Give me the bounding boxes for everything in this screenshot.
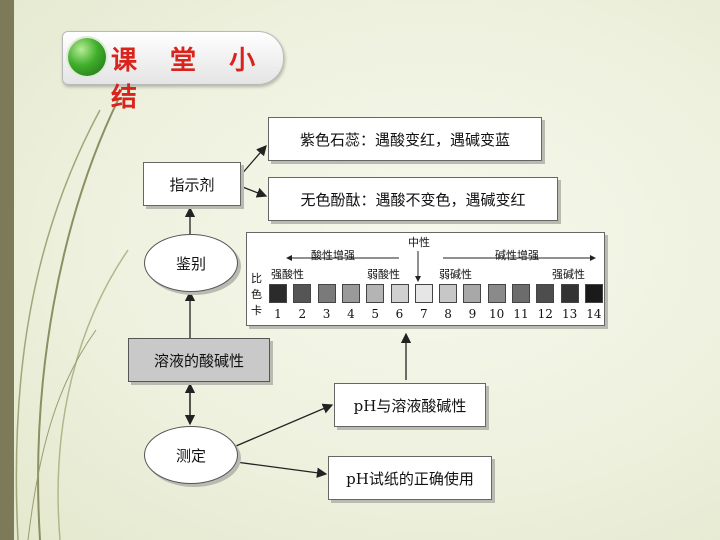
ph-swatch [560, 284, 579, 303]
ph-number: 9 [468, 307, 477, 321]
ph-number: 10 [489, 307, 505, 321]
arrow-indicator-to-litmus [239, 145, 267, 177]
ph-number: 6 [395, 307, 404, 321]
weak-acid-label: 弱酸性 [367, 268, 400, 281]
ph-swatch [512, 284, 530, 303]
ph-swatch [366, 284, 385, 303]
arrow-measure-to-ph-relation [235, 403, 334, 447]
ph-number: 4 [347, 307, 355, 321]
page-title: 课 堂 小 结 [111, 46, 268, 113]
strong-acid-label: 强酸性 [271, 268, 304, 281]
ph-swatch [414, 284, 433, 303]
strong-base-label: 强碱性 [552, 268, 585, 281]
ph-swatch [536, 284, 555, 303]
ph-number: 2 [298, 307, 307, 321]
side-label-1: 比 [251, 272, 262, 285]
measure-node: 测定 [144, 426, 238, 484]
identify-node: 鉴别 [144, 234, 238, 292]
acid-increase-label: 酸性增强 [311, 249, 355, 262]
ph-swatch [293, 284, 312, 303]
arrow-measure-to-ph-paper [235, 461, 328, 478]
ph-number: 12 [537, 307, 553, 321]
ph-number: 13 [561, 307, 578, 321]
arrow-indicator-to-phenol [239, 185, 268, 198]
title-badge: 课 堂 小 结 [62, 31, 284, 113]
ph-swatch [463, 284, 482, 303]
ph-number: 5 [371, 307, 379, 321]
ph-number: 11 [513, 307, 529, 321]
decorative-curves [0, 0, 129, 540]
side-label-3: 卡 [251, 304, 262, 317]
ph-number: 1 [274, 307, 282, 321]
ph-swatch [439, 284, 458, 303]
ph-number: 3 [322, 307, 331, 321]
neutral-label: 中性 [408, 236, 430, 249]
ph-paper-node: pH试纸的正确使用 [328, 456, 492, 500]
phenolphthalein-node: 无色酚酞：遇酸不变色，遇碱变红 [268, 177, 558, 221]
ph-number: 8 [444, 307, 452, 321]
ph-swatch [390, 284, 409, 303]
solution-acidity-node: 溶液的酸碱性 [128, 338, 270, 382]
ph-swatch [584, 284, 603, 303]
ph-relation-node: pH与溶液酸碱性 [334, 383, 486, 427]
ph-number: 14 [586, 307, 602, 321]
green-circle-icon [68, 38, 106, 76]
ph-swatch [317, 284, 336, 303]
weak-base-label: 弱碱性 [439, 268, 472, 281]
ph-swatch [341, 284, 360, 303]
ph-swatch [487, 284, 506, 303]
indicator-node: 指示剂 [143, 162, 241, 206]
side-label-2: 色 [251, 288, 262, 301]
base-increase-label: 碱性增强 [495, 249, 539, 262]
ph-number: 7 [419, 307, 428, 321]
scale-arrows [286, 251, 596, 282]
ph-swatch [269, 284, 287, 303]
litmus-node: 紫色石蕊：遇酸变红，遇碱变蓝 [268, 117, 542, 161]
